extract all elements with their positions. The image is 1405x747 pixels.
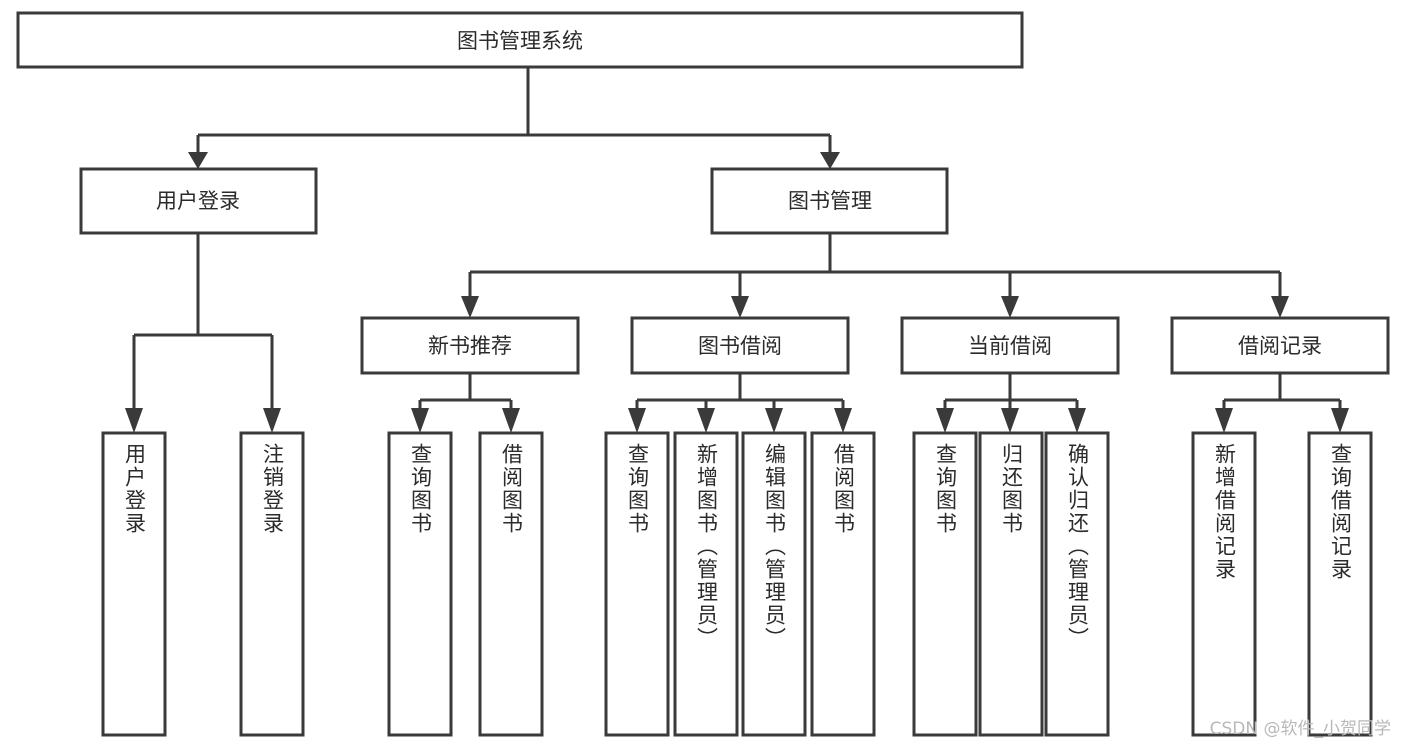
node-book-management-box[interactable]: [710, 167, 949, 235]
node-root-box[interactable]: [16, 11, 1024, 69]
arrowhead-borrowrecord: [1271, 296, 1289, 318]
node-book-management-label: 图书管理: [788, 189, 872, 213]
node-book-management[interactable]: 图书管理: [710, 167, 949, 235]
leaf-box-borrow-record-1[interactable]: [1191, 431, 1257, 737]
leaf-box-current-borrow-3[interactable]: [1044, 431, 1110, 737]
arrowhead-currentborrow-leaf3: [1068, 408, 1086, 433]
connector-group: [125, 67, 1349, 433]
node-borrow-record-box[interactable]: [1170, 316, 1390, 375]
node-root[interactable]: 图书管理系统: [16, 11, 1024, 69]
arrowhead-bookborrow-leaf2: [697, 408, 715, 433]
leaf-box-new-book-2[interactable]: [478, 431, 544, 737]
arrowhead-borrowrecord-leaf2: [1331, 408, 1349, 433]
leaf-box-book-borrow-3[interactable]: [741, 431, 807, 737]
node-borrow-record[interactable]: 借阅记录: [1170, 316, 1390, 375]
node-new-book-recommend[interactable]: 新书推荐: [360, 316, 580, 375]
arrowhead-currentborrow-leaf2: [1001, 408, 1019, 433]
node-book-borrow-box[interactable]: [630, 316, 850, 375]
node-new-book-recommend-box[interactable]: [360, 316, 580, 375]
arrowhead-book-mgmt: [820, 152, 840, 169]
node-current-borrow[interactable]: 当前借阅: [900, 316, 1120, 375]
leaf-box-user-login-1[interactable]: [101, 431, 167, 737]
arrowhead-bookborrow-leaf3: [765, 408, 783, 433]
leaf-box-user-login-2[interactable]: [239, 431, 305, 737]
leaf-box-borrow-record-2[interactable]: [1307, 431, 1373, 737]
arrowhead-currentborrow-leaf1: [936, 408, 954, 433]
arrowhead-newbook: [461, 296, 479, 318]
node-root-label: 图书管理系统: [457, 29, 583, 53]
arrowhead-currentborrow: [1001, 296, 1019, 318]
leaf-box-book-borrow-2[interactable]: [673, 431, 739, 737]
leaf-box-current-borrow-1[interactable]: [912, 431, 978, 737]
node-user-login-box[interactable]: [79, 167, 318, 235]
arrowhead-user-login: [188, 152, 208, 169]
leaf-box-book-borrow-4[interactable]: [810, 431, 876, 737]
arrowhead-bookborrow-leaf4: [834, 408, 852, 433]
node-user-login-label: 用户登录: [156, 189, 240, 213]
arrowhead-newbook-leaf2: [502, 408, 520, 433]
arrowhead-borrowrecord-leaf1: [1215, 408, 1233, 433]
node-current-borrow-box[interactable]: [900, 316, 1120, 375]
leaf-box-book-borrow-1[interactable]: [604, 431, 670, 737]
arrowhead-newbook-leaf1: [411, 408, 429, 433]
node-book-borrow[interactable]: 图书借阅: [630, 316, 850, 375]
node-user-login[interactable]: 用户登录: [79, 167, 318, 235]
arrowhead-bookborrow: [731, 296, 749, 318]
leaf-box-current-borrow-2[interactable]: [978, 431, 1044, 737]
arrowhead-userlogin-leaf1: [125, 408, 143, 433]
arrowhead-userlogin-leaf2: [263, 408, 281, 433]
node-borrow-record-label: 借阅记录: [1238, 334, 1322, 358]
node-book-borrow-label: 图书借阅: [698, 334, 782, 358]
node-current-borrow-label: 当前借阅: [968, 334, 1052, 358]
arrowhead-bookborrow-leaf1: [628, 408, 646, 433]
node-new-book-recommend-label: 新书推荐: [428, 334, 512, 358]
leaf-box-new-book-1[interactable]: [387, 431, 453, 737]
